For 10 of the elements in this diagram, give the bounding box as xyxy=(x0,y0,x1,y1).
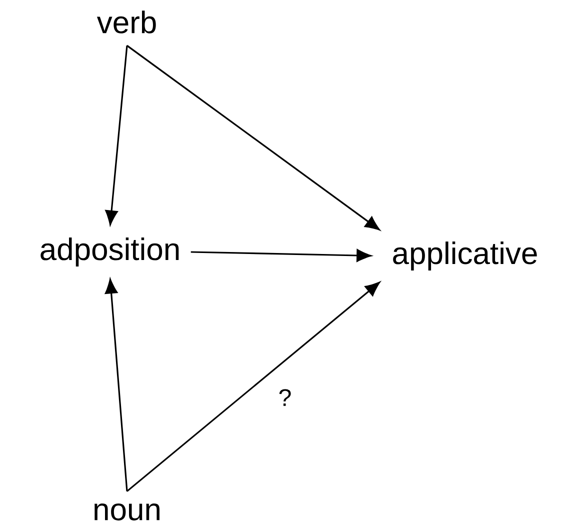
arrow xyxy=(126,44,380,230)
edge-label: ? xyxy=(277,388,293,407)
arrow xyxy=(190,249,372,262)
node-label: noun xyxy=(94,504,160,520)
arrow xyxy=(105,46,128,226)
arrow xyxy=(104,278,128,492)
node-label: adposition xyxy=(40,238,179,266)
arrow xyxy=(126,282,380,492)
node-label: applicative xyxy=(393,242,537,270)
node-label: verb xyxy=(96,10,156,34)
